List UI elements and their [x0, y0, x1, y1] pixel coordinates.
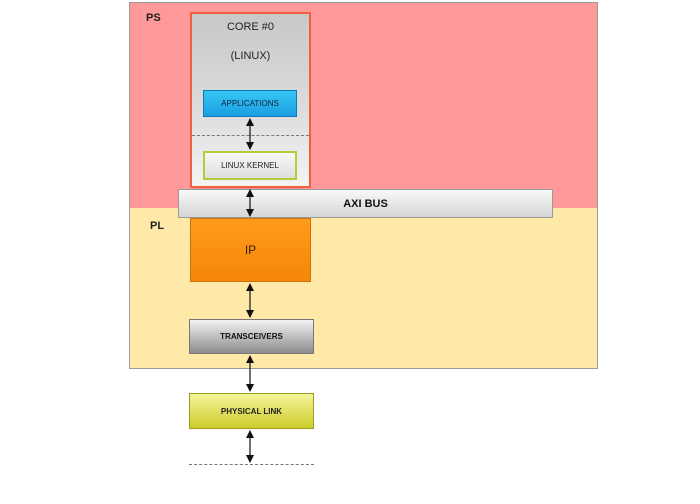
pl-label: PL — [150, 220, 165, 232]
ip-block: IP — [190, 218, 311, 282]
linux-kernel-block: LINUX KERNEL — [203, 151, 297, 180]
ps-label: PS — [146, 12, 161, 24]
core-subtitle: (LINUX) — [230, 50, 271, 62]
core-title: CORE #0 — [226, 21, 275, 33]
axi-bus: AXI BUS — [178, 189, 553, 218]
next-block-edge — [189, 464, 314, 504]
applications-block: APPLICATIONS — [203, 90, 297, 117]
physical-link-block: PHYSICAL LINK — [189, 393, 314, 429]
transceivers-block: TRANSCEIVERS — [189, 319, 314, 354]
